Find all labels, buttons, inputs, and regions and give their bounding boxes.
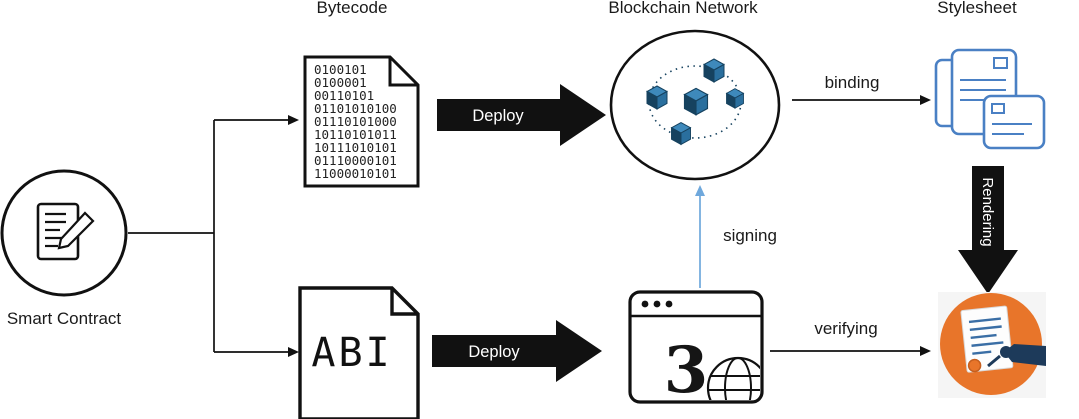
verifying-arrowhead <box>920 346 931 356</box>
bytecode-label: Bytecode <box>317 0 388 17</box>
bytecode-document-icon: 0100101 0100001 00110101 01101010100 011… <box>303 55 420 188</box>
branch-arrowhead-bottom <box>288 347 299 357</box>
binary-line: 10110101011 <box>314 127 397 142</box>
smart-contract-node: Smart Contract <box>0 169 128 328</box>
binary-line: 01101010100 <box>314 101 397 116</box>
binding-label: binding <box>825 73 880 92</box>
binary-line: 01110000101 <box>314 153 397 168</box>
blockchain-cube-icon <box>646 85 668 110</box>
deploy-bottom-label: Deploy <box>468 343 520 361</box>
stylesheet-icon <box>934 48 1046 150</box>
binding-arrow: binding <box>792 73 931 105</box>
deploy-top-label: Deploy <box>472 107 524 125</box>
stylesheet-label: Stylesheet <box>937 0 1017 17</box>
blockchain-cube-icon <box>703 58 725 83</box>
web3-browser-icon: 3 <box>628 290 764 408</box>
signing-label: signing <box>723 226 777 245</box>
signing-arrow: signing <box>695 185 777 288</box>
binary-line: 00110101 <box>314 88 374 103</box>
signing-arrowhead <box>695 185 705 196</box>
deploy-arrow-bottom: Deploy <box>432 320 602 382</box>
branch-arrowhead-top <box>288 115 299 125</box>
binary-line: 01110101000 <box>314 114 397 129</box>
seal-badge <box>967 358 982 373</box>
web3-digit: 3 <box>664 333 709 408</box>
smart-contract-label: Smart Contract <box>7 309 122 328</box>
blockchain-cube-icon <box>683 87 709 116</box>
blockchain-cube-icon <box>726 88 744 109</box>
binary-line: 0100101 <box>314 62 367 77</box>
window-dot <box>665 300 673 308</box>
rendering-label: Rendering <box>979 177 996 246</box>
binary-line: 10111010101 <box>314 140 397 155</box>
pencil-icon <box>57 211 95 250</box>
binding-arrowhead <box>920 95 931 105</box>
abi-document-icon: ABI <box>298 286 420 419</box>
branch-connector <box>128 115 299 357</box>
binary-line: 11000010101 <box>314 166 397 181</box>
rendered-document <box>960 305 1014 373</box>
deploy-arrow-top: Deploy <box>437 84 606 146</box>
signing-hand-icon <box>987 344 1046 368</box>
verifying-label: verifying <box>814 319 877 338</box>
blockchain-network-node <box>609 29 781 181</box>
abi-label: ABI <box>311 330 392 376</box>
binary-line: 0100001 <box>314 75 367 90</box>
blockchain-network-label: Blockchain Network <box>608 0 758 17</box>
window-dot <box>641 300 649 308</box>
globe-icon <box>706 356 760 400</box>
blockchain-cube-icon <box>671 122 691 145</box>
window-dot <box>653 300 661 308</box>
rendered-contract-icon <box>938 292 1046 398</box>
rendering-arrow: Rendering <box>958 166 1018 294</box>
verifying-arrow: verifying <box>770 319 931 356</box>
contract-document-icon <box>36 202 95 261</box>
